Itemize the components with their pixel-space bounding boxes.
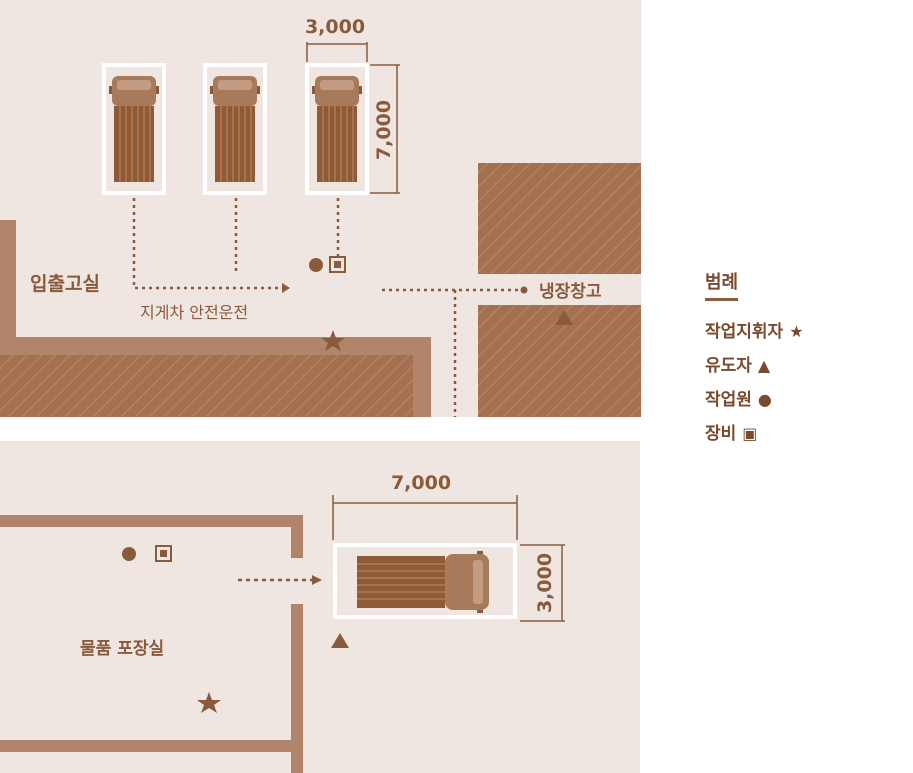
legend-item-label: 작업원 bbox=[705, 390, 752, 410]
loading-room-wall bbox=[0, 220, 16, 348]
packing-room-wall-bottom bbox=[0, 740, 303, 752]
dimension-bottom-width: 3,000 bbox=[534, 553, 556, 613]
packing-room-wall-top bbox=[0, 515, 303, 527]
guide-triangle-icon bbox=[331, 633, 349, 648]
forklift-path bbox=[132, 198, 282, 290]
legend-item-label: 장비 bbox=[705, 424, 737, 444]
guide-triangle-icon bbox=[555, 310, 573, 325]
parking-slot-2 bbox=[203, 63, 267, 195]
legend: 범례 작업지휘자 ★ 유도자 ▲ 작업원 ● 장비 ▣ bbox=[705, 268, 804, 451]
arrow-icon bbox=[312, 575, 322, 585]
worker-icon bbox=[122, 547, 136, 561]
dimension-top-width: 3,000 bbox=[305, 16, 365, 38]
equipment-icon bbox=[329, 256, 346, 273]
circle-icon: ● bbox=[757, 390, 772, 409]
packing-room-wall-right-lower bbox=[291, 604, 303, 773]
packing-room-wall-right-upper bbox=[291, 515, 303, 558]
truck-icon bbox=[108, 75, 160, 183]
legend-title: 범례 bbox=[705, 268, 739, 301]
cold-storage-block-upper bbox=[478, 163, 641, 274]
parking-slot-4 bbox=[333, 543, 517, 619]
storage-block-left bbox=[0, 355, 413, 417]
legend-item-supervisor: 작업지휘자 ★ bbox=[705, 315, 804, 349]
dimension-bottom-length: 7,000 bbox=[391, 472, 451, 494]
worker-icon bbox=[309, 258, 323, 272]
legend-item-label: 유도자 bbox=[705, 356, 752, 376]
truck-icon bbox=[357, 551, 489, 613]
supervisor-star-icon bbox=[197, 692, 221, 713]
arrow-icon bbox=[282, 283, 290, 293]
dimension-top-length: 7,000 bbox=[373, 100, 395, 160]
legend-item-equipment: 장비 ▣ bbox=[705, 417, 804, 451]
parking-slot-1 bbox=[102, 63, 166, 195]
path-label-forklift: 지게차 안전운전 bbox=[140, 303, 248, 322]
legend-item-label: 작업지휘자 bbox=[705, 322, 784, 342]
legend-item-worker: 작업원 ● bbox=[705, 383, 804, 417]
truck-icon bbox=[209, 75, 261, 183]
legend-item-guide: 유도자 ▲ bbox=[705, 349, 804, 383]
lower-floor bbox=[0, 441, 640, 773]
triangle-icon: ▲ bbox=[757, 356, 771, 375]
room-label-cold-storage: 냉장창고 bbox=[539, 282, 602, 302]
room-label-loading: 입출고실 bbox=[30, 273, 100, 295]
parking-slot-3 bbox=[305, 63, 369, 195]
equipment-square-icon: ▣ bbox=[742, 424, 758, 443]
supervisor-star-icon bbox=[321, 330, 345, 351]
room-label-packing: 물품 포장실 bbox=[80, 639, 164, 659]
star-icon: ★ bbox=[789, 322, 804, 341]
equipment-icon bbox=[155, 545, 172, 562]
truck-icon bbox=[311, 75, 363, 183]
